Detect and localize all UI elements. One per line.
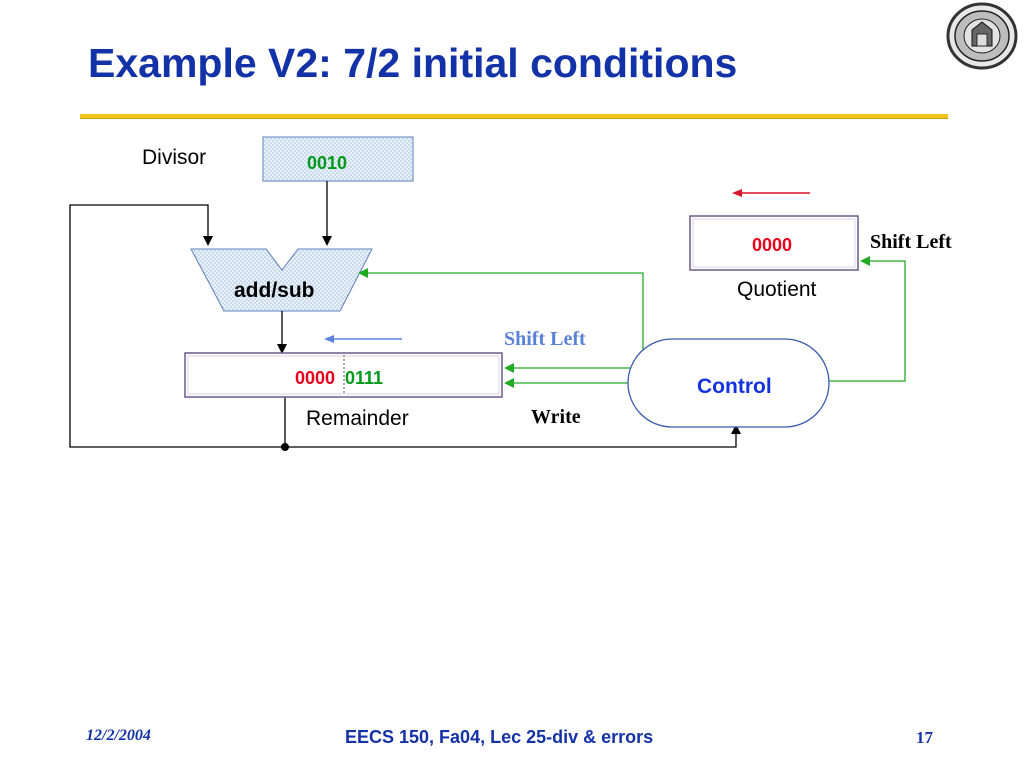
remainder-label: Remainder xyxy=(306,407,409,430)
remainder-feedback-wire xyxy=(69,204,286,448)
control-to-quotient-arrowhead xyxy=(860,256,870,266)
control-write-arrowhead xyxy=(504,378,514,388)
alu-to-remainder-arrowhead xyxy=(277,344,287,354)
quotient-register xyxy=(689,215,859,271)
remainder-to-control-arrowhead xyxy=(731,424,741,434)
university-seal-icon xyxy=(946,2,1018,70)
control-to-alu-wire xyxy=(366,272,644,357)
alu-add-sub xyxy=(190,248,373,312)
divisor-to-alu-arrowhead xyxy=(322,236,332,246)
footer-page-number: 17 xyxy=(916,728,933,747)
control-unit xyxy=(627,338,830,428)
quotient-register-inner-border xyxy=(692,218,856,268)
feedback-to-alu-arrowhead xyxy=(203,236,213,246)
footer-date: 12/2/2004 xyxy=(86,727,151,744)
quotient-value: 0000 xyxy=(752,235,792,255)
slide-title: Example V2: 7/2 initial conditions xyxy=(88,40,738,86)
control-label: Control xyxy=(697,375,772,398)
wire-junction-dot xyxy=(281,443,289,451)
quotient-shift-arrowhead xyxy=(732,189,742,197)
remainder-shift-arrowhead xyxy=(324,335,334,343)
control-to-quotient-wire xyxy=(828,260,906,382)
divisor-value: 0010 xyxy=(307,153,347,173)
divisor-register xyxy=(262,136,414,182)
quotient-shift-left-label: Shift Left xyxy=(870,231,952,253)
control-to-alu-arrowhead xyxy=(358,268,368,278)
footer-course: EECS 150, Fa04, Lec 25-div & errors xyxy=(345,727,654,747)
remainder-high-value: 0000 xyxy=(295,368,335,388)
remainder-shift-left-label: Shift Left xyxy=(504,328,586,350)
alu-label: add/sub xyxy=(234,279,315,302)
title-divider xyxy=(80,114,948,119)
divisor-label: Divisor xyxy=(142,146,206,169)
write-label: Write xyxy=(531,406,581,428)
remainder-to-control-wire xyxy=(285,432,737,448)
quotient-label: Quotient xyxy=(737,278,817,301)
control-shift-arrowhead xyxy=(504,363,514,373)
remainder-low-value: 0111 xyxy=(345,368,383,388)
